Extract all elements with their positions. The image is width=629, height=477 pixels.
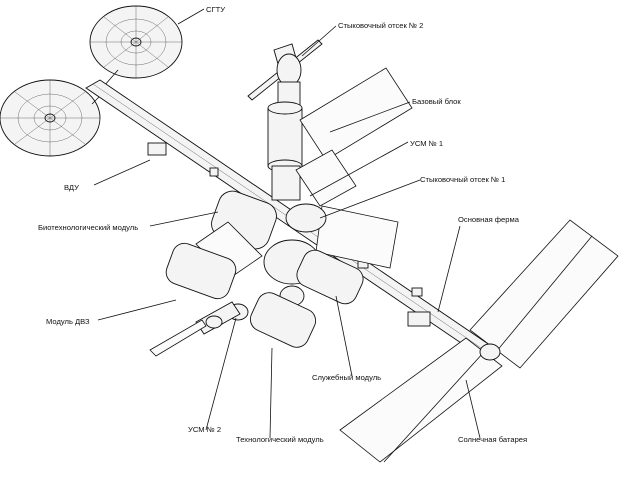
label-usm-1: УСМ № 1 (410, 139, 443, 148)
label-usm-2: УСМ № 2 (188, 425, 221, 434)
label-solar-battery: Солнечная батарея (458, 435, 527, 444)
label-service-module: Служебный модуль (312, 373, 381, 382)
label-tech-module: Технологический модуль (236, 435, 324, 444)
solar-battery (339, 219, 619, 463)
leader-lines (93, 8, 481, 439)
base-block (267, 101, 303, 201)
truss-equipment (357, 259, 431, 327)
label-base-block: Базовый блок (412, 97, 461, 106)
base-block-solar-array (295, 67, 413, 207)
label-docking-1: Стыковочный отсек № 1 (420, 175, 505, 184)
solar-dynamic-dish-upper (89, 5, 183, 79)
docking-compartment-2 (247, 39, 323, 111)
label-main-truss: Основная ферма (458, 215, 520, 224)
service-module (296, 249, 364, 305)
label-docking-2: Стыковочный отсек № 2 (338, 21, 423, 30)
docking-compartment-1 (285, 203, 399, 269)
label-sgtu: СГТУ (206, 5, 225, 14)
label-dvz-module: Модуль ДВЗ (46, 317, 90, 326)
tech-module (249, 292, 317, 348)
vdu-unit (147, 142, 219, 177)
solar-dynamic-dish-lower (0, 79, 101, 157)
usm-2 (149, 301, 249, 357)
label-vdu: ВДУ (64, 183, 79, 192)
label-biotech-module: Биотехнологический модуль (38, 223, 138, 232)
dvz-module (165, 242, 237, 300)
